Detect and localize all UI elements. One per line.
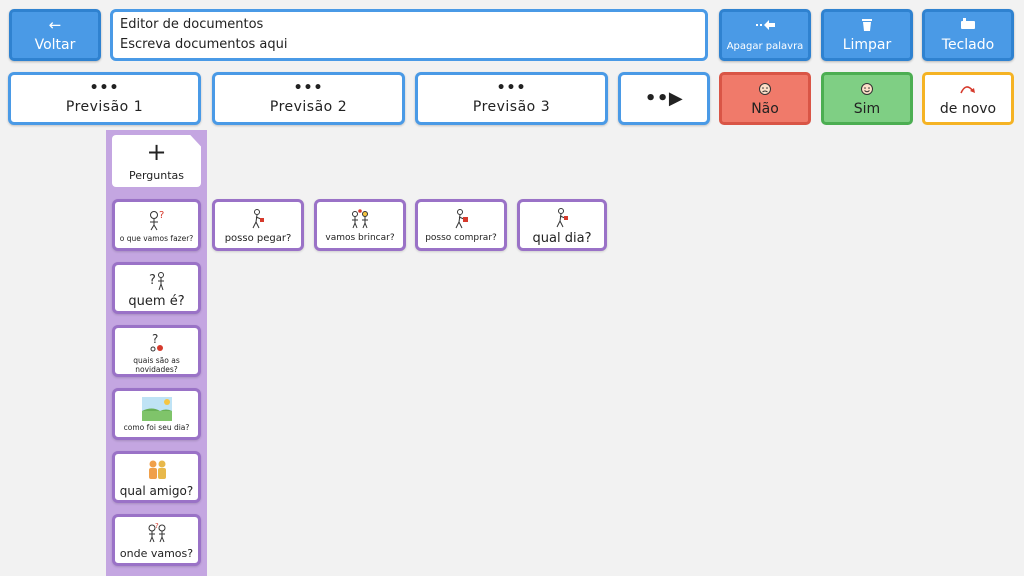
buy-icon: [448, 206, 474, 232]
again-label: de novo: [939, 100, 997, 117]
prediction-dots: •••: [293, 79, 324, 96]
prediction-dots: •••: [89, 79, 120, 96]
play-icon: [347, 206, 373, 232]
phrase-shall-we-play[interactable]: vamos brincar?: [314, 199, 406, 251]
prediction-2-button[interactable]: ••• Previsão 2: [212, 72, 405, 125]
keyboard-icon: [960, 17, 976, 35]
svg-text:?: ?: [155, 522, 159, 530]
prediction-label: Previsão 3: [472, 98, 551, 115]
prediction-label: Previsão 2: [269, 98, 348, 115]
sidebar-item-label: qual amigo?: [119, 483, 194, 498]
keyboard-label: Teclado: [941, 36, 995, 53]
sidebar-item-label: como foi seu dia?: [123, 423, 190, 432]
prediction-dots: •••: [496, 79, 527, 96]
no-face-icon: [757, 81, 773, 99]
back-label: Voltar: [34, 36, 76, 53]
message-line-1: Editor de documentos: [120, 17, 264, 32]
svg-text:?: ?: [152, 332, 158, 346]
clear-button[interactable]: Limpar: [821, 9, 913, 61]
arrow-left-icon: ←: [48, 15, 62, 34]
again-button[interactable]: de novo: [922, 72, 1014, 125]
prediction-label: Previsão 1: [65, 98, 144, 115]
message-window[interactable]: Editor de documentos Escreva documentos …: [110, 9, 708, 61]
day-icon: [549, 205, 575, 231]
phrase-which-day[interactable]: qual dia?: [517, 199, 607, 251]
no-button[interactable]: Não: [719, 72, 811, 125]
svg-text:?: ?: [159, 210, 164, 221]
phrase-label: qual dia?: [532, 230, 592, 246]
yes-label: Sim: [853, 100, 881, 117]
questions-folder-tab[interactable]: + Perguntas: [112, 135, 201, 187]
who-icon: ?: [144, 268, 170, 294]
message-line-2: Escreva documentos aqui: [120, 37, 288, 52]
clear-label: Limpar: [842, 36, 892, 53]
landscape-icon: [141, 396, 172, 422]
plus-icon: +: [146, 137, 167, 166]
repeat-arrow-icon: [958, 81, 978, 99]
phrase-can-i-buy[interactable]: posso comprar?: [415, 199, 507, 251]
phrase-can-i-take[interactable]: posso pegar?: [212, 199, 304, 251]
delete-word-label: Apagar palavra: [726, 40, 804, 52]
phrase-label: vamos brincar?: [325, 233, 395, 243]
sidebar-item-label: quais são as novidades?: [133, 355, 180, 374]
more-predictions-button[interactable]: ••▶: [618, 72, 710, 125]
delete-word-button[interactable]: Apagar palavra: [719, 9, 811, 61]
sidebar-item-what-will-we-do[interactable]: ? o que vamos fazer?: [112, 199, 201, 251]
more-arrow-icon: ••▶: [644, 88, 684, 109]
yes-button[interactable]: Sim: [821, 72, 913, 125]
yes-face-icon: [859, 81, 875, 99]
svg-text:?: ?: [149, 273, 156, 288]
folder-label: Perguntas: [128, 168, 185, 182]
sidebar-item-label: o que vamos fazer?: [119, 234, 194, 243]
sidebar-item-where-are-we-going[interactable]: ? onde vamos?: [112, 514, 201, 566]
back-button[interactable]: ← Voltar: [9, 9, 101, 61]
no-label: Não: [751, 100, 779, 117]
sidebar-item-who-is-it[interactable]: ? quem é?: [112, 262, 201, 314]
friends-icon: [144, 457, 170, 483]
take-icon: [245, 206, 271, 232]
sidebar-item-how-was-your-day[interactable]: como foi seu dia?: [112, 388, 201, 440]
question-person-icon: ?: [144, 207, 170, 233]
prediction-3-button[interactable]: ••• Previsão 3: [415, 72, 608, 125]
sidebar-item-news[interactable]: ? quais são as novidades?: [112, 325, 201, 377]
sidebar-item-label: quem é?: [128, 293, 185, 309]
trash-icon: [861, 18, 873, 35]
sidebar-item-which-friend[interactable]: qual amigo?: [112, 451, 201, 503]
phrase-label: posso pegar?: [224, 233, 292, 244]
sidebar-item-label: onde vamos?: [119, 546, 194, 560]
backspace-icon: [754, 19, 776, 36]
keyboard-button[interactable]: Teclado: [922, 9, 1014, 61]
question-news-icon: ?: [144, 329, 170, 355]
prediction-1-button[interactable]: ••• Previsão 1: [8, 72, 201, 125]
phrase-label: posso comprar?: [425, 233, 497, 243]
where-icon: ?: [144, 520, 170, 546]
